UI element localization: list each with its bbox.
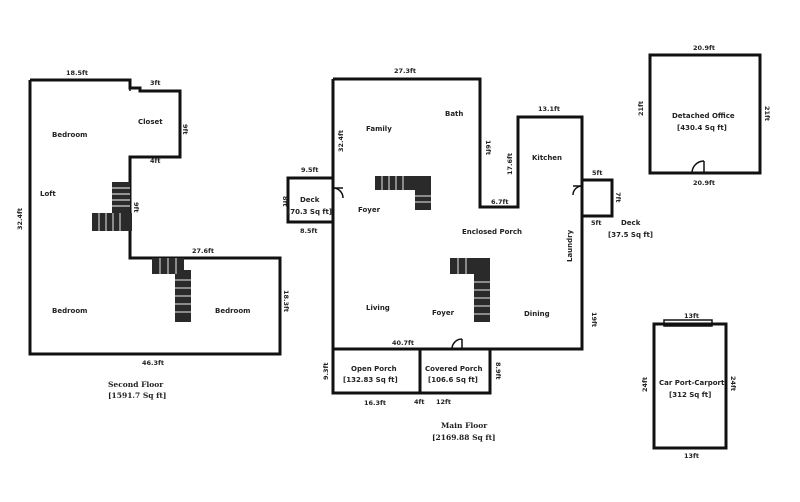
dim-main-rdeck-side: 7ft	[614, 192, 622, 202]
room-label-kitchen: Kitchen	[532, 154, 562, 162]
room-label-dining: Dining	[524, 310, 550, 318]
dim-open-porch-h: 9.3ft	[322, 363, 330, 380]
dim-main-bath-side: 16ft	[484, 140, 492, 155]
room-label-laundry: Laundry	[566, 229, 574, 262]
right-deck	[580, 178, 614, 218]
second-floor-plan: Bedroom Closet Loft Bedroom Bedroom 18.5…	[16, 69, 290, 400]
dim-main-deck-bottom: 8.5ft	[300, 227, 317, 235]
carport-name: Car Port-Carport	[659, 379, 725, 387]
room-label-enclosed-porch: Enclosed Porch	[462, 228, 522, 236]
right-deck-name: Deck	[621, 219, 641, 227]
room-label-closet: Closet	[138, 118, 163, 126]
dim-second-right: 18.3ft	[282, 290, 290, 312]
room-label-living: Living	[366, 304, 390, 312]
dim-second-bottom: 46.3ft	[142, 359, 164, 367]
main-floor-area: [2169.88 Sq ft]	[432, 433, 496, 442]
dim-porch-gap: 4ft	[414, 398, 424, 406]
room-label-foyer-top: Foyer	[358, 206, 381, 214]
main-floor-caption: Main Floor	[441, 421, 488, 430]
dim-main-top: 27.3ft	[394, 67, 416, 75]
room-label-bedroom-top: Bedroom	[52, 131, 87, 139]
room-label-bath: Bath	[445, 110, 463, 118]
dim-carport-bottom: 13ft	[684, 452, 699, 460]
carport-area: [312 Sq ft]	[669, 391, 711, 399]
detached-office-walls	[648, 53, 762, 175]
dim-main-notch: 6.7ft	[491, 198, 508, 206]
dim-second-small-4: 9ft	[132, 202, 140, 212]
open-porch-area: [132.83 Sq ft]	[343, 376, 398, 384]
room-label-bedroom-bottom: Bedroom	[52, 307, 87, 315]
dim-second-small-3: 9ft	[181, 124, 189, 134]
dim-main-left: 32.4ft	[337, 130, 345, 152]
dim-office-bottom: 20.9ft	[693, 179, 715, 187]
room-label-bedroom-right: Bedroom	[215, 307, 250, 315]
dim-main-kitchen-side: 17.6ft	[506, 153, 514, 175]
second-floor-stairs-landing	[92, 213, 132, 231]
dim-main-deck-top: 9.5ft	[301, 166, 318, 174]
dim-carport-right: 24ft	[729, 376, 737, 391]
dim-main-rdeck-bottom: 5ft	[591, 219, 601, 227]
dim-second-inner: 27.6ft	[192, 247, 214, 255]
dim-main-bottom: 40.7ft	[392, 339, 414, 347]
dim-main-wing: 13.1ft	[538, 105, 560, 113]
second-floor-caption: Second Floor	[108, 380, 164, 389]
dim-main-deck-side: 8ft	[281, 196, 289, 206]
dim-second-small-1: 3ft	[150, 79, 160, 87]
dim-second-small-2: 4ft	[150, 157, 160, 165]
main-floor-plan: Family Bath Kitchen Foyer Enclosed Porch…	[281, 67, 653, 442]
detached-office-plan: Detached Office [430.4 Sq ft] 20.9ft 21f…	[637, 44, 771, 187]
carport-walls	[652, 322, 728, 450]
left-deck	[286, 176, 335, 224]
room-label-family: Family	[366, 125, 392, 133]
room-label-loft: Loft	[40, 190, 56, 198]
carport-beam	[663, 319, 713, 327]
main-floor-stairs-upper-drop	[415, 176, 431, 210]
dim-carport-top: 13ft	[684, 312, 699, 320]
right-deck-area: [37.5 Sq ft]	[608, 231, 653, 239]
office-name: Detached Office	[672, 112, 735, 120]
dim-second-left: 32.4ft	[16, 208, 24, 230]
second-floor-stairs-upper	[112, 182, 130, 214]
covered-porch	[418, 347, 492, 395]
covered-porch-name: Covered Porch	[425, 365, 482, 373]
open-porch-name: Open Porch	[351, 365, 397, 373]
dim-covered-porch-h: 8.9ft	[494, 362, 502, 379]
dim-covered-porch-w: 12ft	[436, 398, 451, 406]
dim-second-top: 18.5ft	[66, 69, 88, 77]
dim-main-right: 19ft	[590, 312, 598, 327]
dim-office-right: 21ft	[763, 106, 771, 121]
office-area: [430.4 Sq ft]	[677, 124, 727, 132]
carport-plan: Car Port-Carport [312 Sq ft] 13ft 24ft 2…	[641, 312, 737, 460]
room-label-foyer-bottom: Foyer	[432, 309, 455, 317]
covered-porch-area: [106.6 Sq ft]	[428, 376, 478, 384]
second-floor-area: [1591.7 Sq ft]	[108, 391, 166, 400]
dim-carport-left: 24ft	[641, 377, 649, 392]
dim-office-top: 20.9ft	[693, 44, 715, 52]
left-deck-name: Deck	[300, 196, 320, 204]
dim-open-porch-w: 16.3ft	[364, 399, 386, 407]
dim-office-left: 21ft	[637, 101, 645, 116]
dim-main-rdeck-top: 5ft	[592, 169, 602, 177]
left-deck-area: [70.3 Sq ft]	[287, 208, 332, 216]
